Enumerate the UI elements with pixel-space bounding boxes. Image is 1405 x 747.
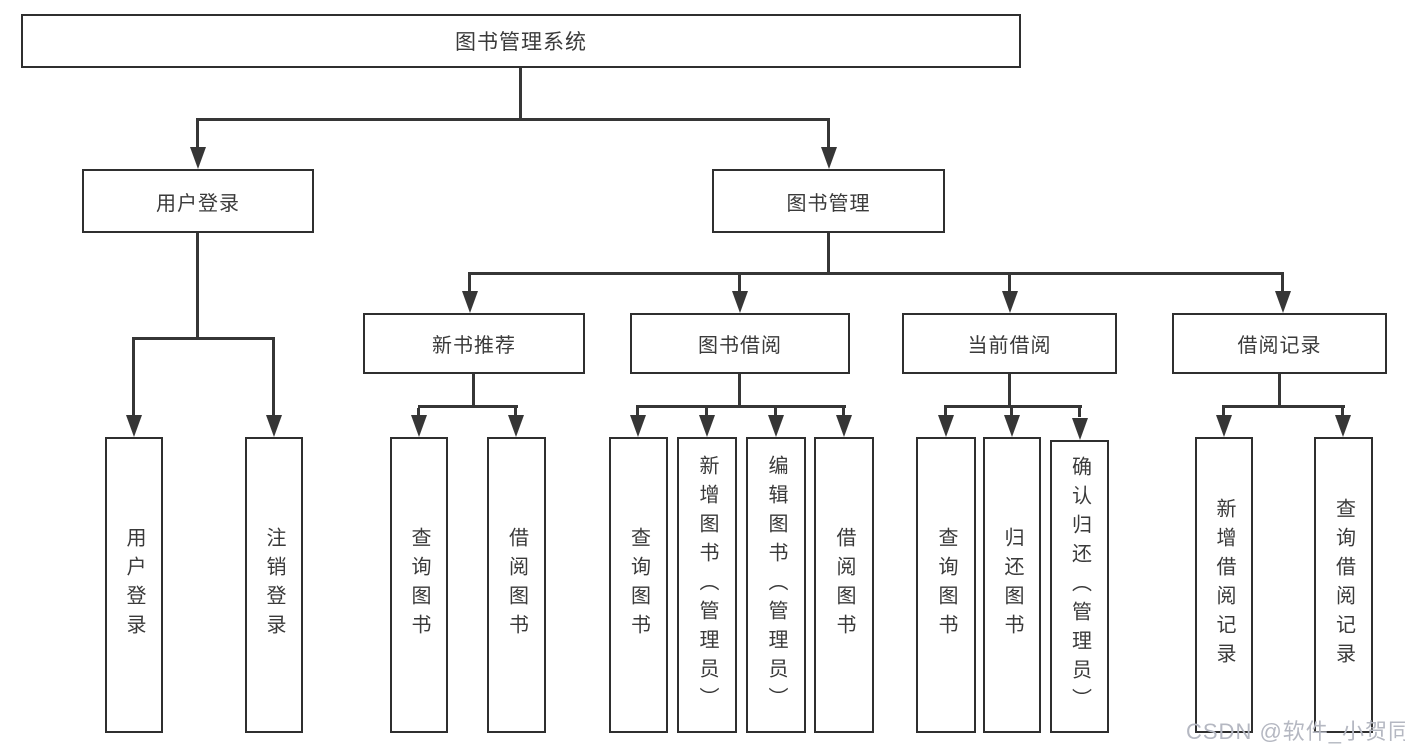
leaf-label: 归还图书 <box>1001 527 1023 643</box>
arrow-down-icon <box>821 147 837 169</box>
connector-line <box>519 68 522 121</box>
connector-line <box>468 272 1284 275</box>
leaf-query-borrow-record: 查询借阅记录 <box>1314 437 1373 733</box>
connector-line <box>944 408 947 417</box>
arrow-down-icon <box>732 291 748 313</box>
connector-line <box>1010 408 1013 417</box>
arrow-down-icon <box>768 415 784 437</box>
leaf-borrow-books-recommend: 借阅图书 <box>487 437 546 733</box>
arrow-down-icon <box>1275 291 1291 313</box>
connector-line <box>738 275 741 291</box>
connector-line <box>827 121 830 148</box>
leaf-confirm-return-admin: 确认归还（管理员） <box>1050 440 1109 733</box>
leaf-label: 确认归还（管理员） <box>1068 456 1091 717</box>
arrow-down-icon <box>699 415 715 437</box>
connector-line <box>1281 275 1284 291</box>
node-borrowing-records: 借阅记录 <box>1172 313 1387 374</box>
node-book-management: 图书管理 <box>712 169 945 233</box>
arrow-down-icon <box>266 415 282 437</box>
connector-line <box>1222 405 1345 408</box>
connector-line <box>636 405 846 408</box>
connector-line <box>272 340 275 417</box>
leaf-logout: 注销登录 <box>245 437 303 733</box>
leaf-label: 新增图书（管理员） <box>696 454 718 716</box>
leaf-add-borrow-record: 新增借阅记录 <box>1195 437 1253 733</box>
leaf-return-books: 归还图书 <box>983 437 1041 733</box>
leaf-label: 借阅图书 <box>833 527 855 643</box>
leaf-label: 查询图书 <box>935 527 957 643</box>
arrow-down-icon <box>462 291 478 313</box>
leaf-user-login: 用户登录 <box>105 437 163 733</box>
arrow-down-icon <box>508 415 524 437</box>
leaf-label: 新增借阅记录 <box>1213 498 1235 672</box>
connector-line <box>774 408 777 417</box>
arrow-down-icon <box>938 415 954 437</box>
arrow-down-icon <box>836 415 852 437</box>
connector-line <box>1341 408 1344 417</box>
connector-line <box>468 275 471 291</box>
leaf-label: 注销登录 <box>263 527 285 643</box>
node-library-management-system: 图书管理系统 <box>21 14 1021 68</box>
arrow-down-icon <box>1004 415 1020 437</box>
connector-line <box>196 118 830 121</box>
connector-line <box>944 405 1082 408</box>
leaf-label: 查询图书 <box>408 527 430 643</box>
connector-line <box>418 405 518 408</box>
connector-line <box>514 408 517 417</box>
arrow-down-icon <box>630 415 646 437</box>
arrow-down-icon <box>1335 415 1351 437</box>
leaf-label: 编辑图书（管理员） <box>765 454 787 716</box>
leaf-borrow-books: 借阅图书 <box>814 437 874 733</box>
leaf-edit-books-admin: 编辑图书（管理员） <box>746 437 806 733</box>
leaf-query-books-recommend: 查询图书 <box>390 437 448 733</box>
leaf-label: 用户登录 <box>123 527 145 643</box>
connector-line <box>196 121 199 148</box>
arrow-down-icon <box>1216 415 1232 437</box>
leaf-query-books-borrow: 查询图书 <box>609 437 668 733</box>
connector-line <box>132 340 135 417</box>
node-book-borrowing: 图书借阅 <box>630 313 850 374</box>
node-user-login: 用户登录 <box>82 169 314 233</box>
leaf-label: 借阅图书 <box>505 527 528 643</box>
leaf-query-books-current: 查询图书 <box>916 437 976 733</box>
arrow-down-icon <box>411 415 427 437</box>
connector-line <box>1278 374 1281 408</box>
connector-line <box>738 374 741 408</box>
connector-line <box>472 374 475 408</box>
connector-line <box>196 233 199 340</box>
connector-line <box>636 408 639 417</box>
node-new-book-recommendation: 新书推荐 <box>363 313 585 374</box>
connector-line <box>705 408 708 417</box>
connector-line <box>1222 408 1225 417</box>
connector-line <box>1078 408 1081 417</box>
arrow-down-icon <box>126 415 142 437</box>
arrow-down-icon <box>190 147 206 169</box>
connector-line <box>132 337 275 340</box>
csdn-watermark: CSDN @软件_小贺同学 <box>1186 719 1405 744</box>
leaf-add-books-admin: 新增图书（管理员） <box>677 437 737 733</box>
node-current-borrowing: 当前借阅 <box>902 313 1117 374</box>
connector-line <box>1008 275 1011 291</box>
connector-line <box>842 408 845 417</box>
leaf-label: 查询借阅记录 <box>1332 498 1355 672</box>
connector-line <box>827 233 830 275</box>
leaf-label: 查询图书 <box>627 527 650 643</box>
connector-line <box>417 408 420 417</box>
arrow-down-icon <box>1072 418 1088 440</box>
arrow-down-icon <box>1002 291 1018 313</box>
connector-line <box>1008 374 1011 408</box>
